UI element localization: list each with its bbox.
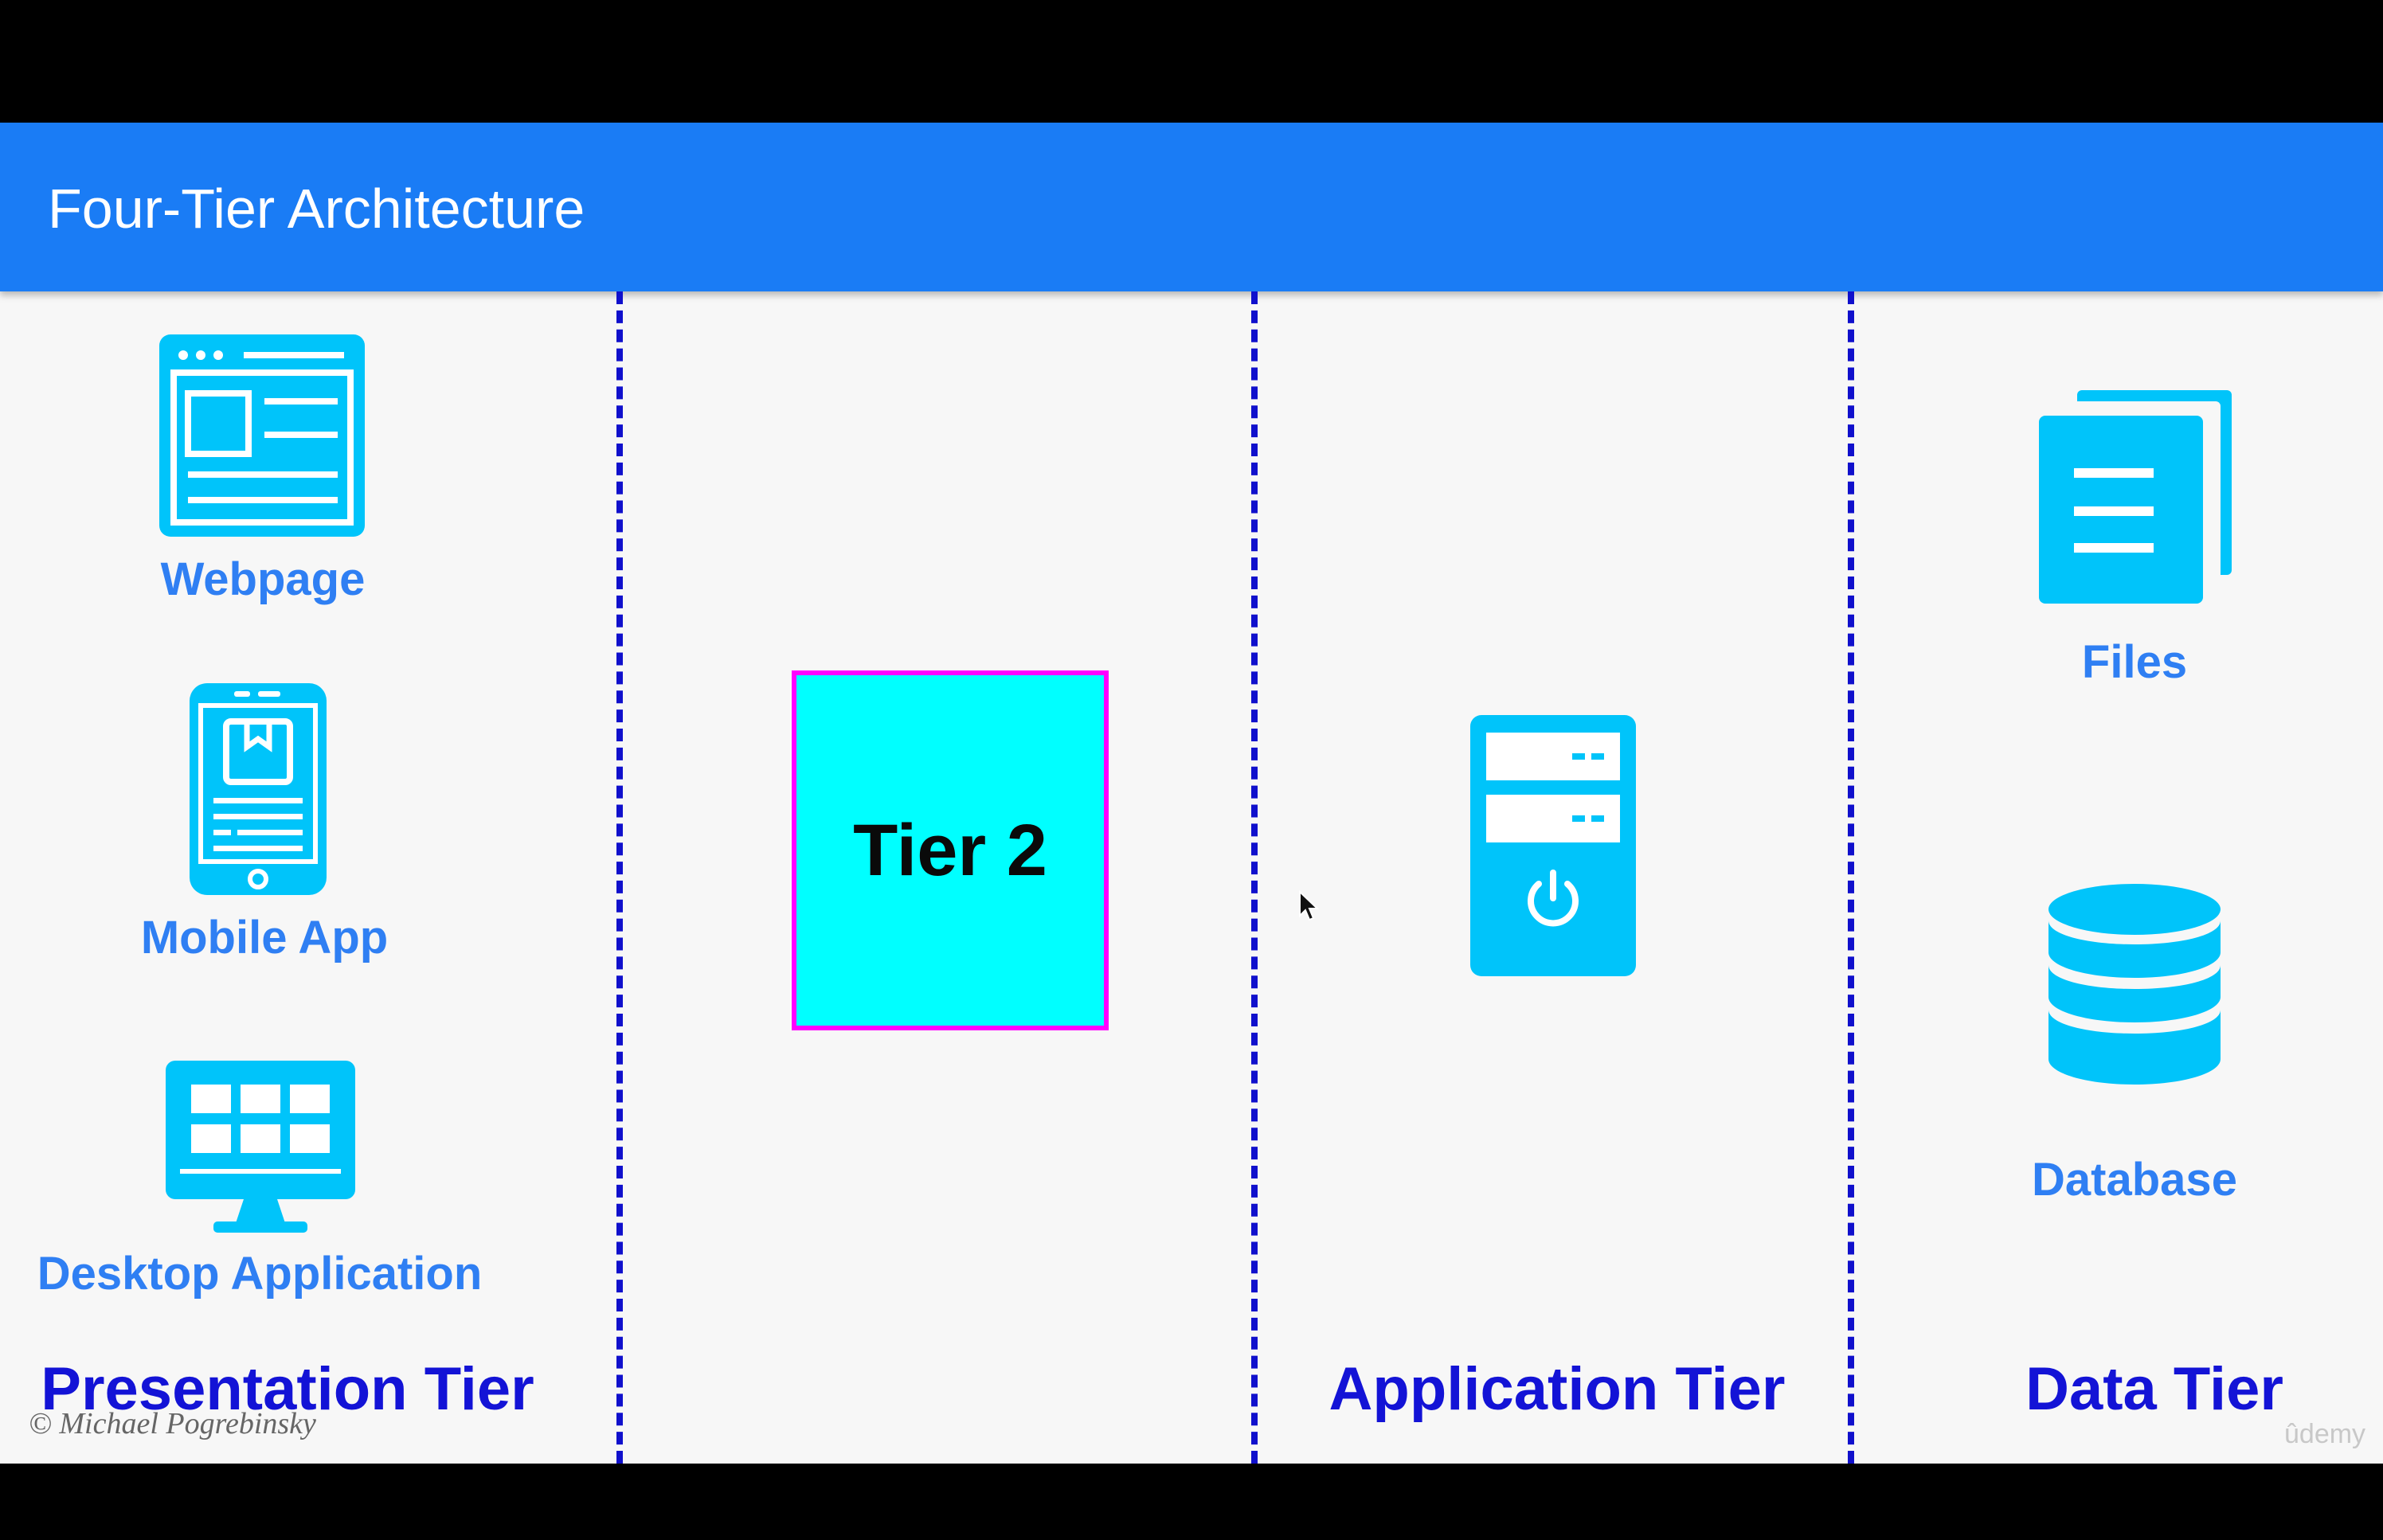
page-title: Four-Tier Architecture (48, 178, 585, 240)
tier2-box: Tier 2 (792, 670, 1109, 1030)
slide: Four-Tier Architecture Webpage (0, 123, 2383, 1464)
desktop-application-icon (164, 1059, 357, 1236)
tier-divider-3 (1848, 291, 1854, 1464)
udemy-watermark: ûdemy (2284, 1419, 2366, 1449)
files-label: Files (2081, 636, 2188, 688)
data-tier-title: Data Tier (2025, 1355, 2283, 1423)
presentation-tier-title: Presentation Tier (41, 1355, 534, 1423)
mobile-app-label: Mobile App (140, 912, 389, 963)
application-tier-title: Application Tier (1328, 1355, 1786, 1423)
server-icon (1469, 713, 1638, 978)
desktop-application-label: Desktop Application (37, 1248, 483, 1300)
header-bar: Four-Tier Architecture (0, 123, 2383, 291)
tier-divider-1 (616, 291, 623, 1464)
tier2-label: Tier 2 (853, 809, 1047, 891)
webpage-icon (156, 331, 368, 540)
mouse-cursor-icon (1298, 889, 1320, 922)
files-icon (2036, 387, 2235, 607)
copyright-credit: © Michael Pogrebinsky (29, 1407, 316, 1440)
database-icon (2047, 882, 2222, 1086)
database-label: Database (2032, 1154, 2237, 1206)
tier-divider-2 (1251, 291, 1258, 1464)
webpage-label: Webpage (160, 553, 366, 605)
mobile-app-icon (186, 680, 330, 898)
